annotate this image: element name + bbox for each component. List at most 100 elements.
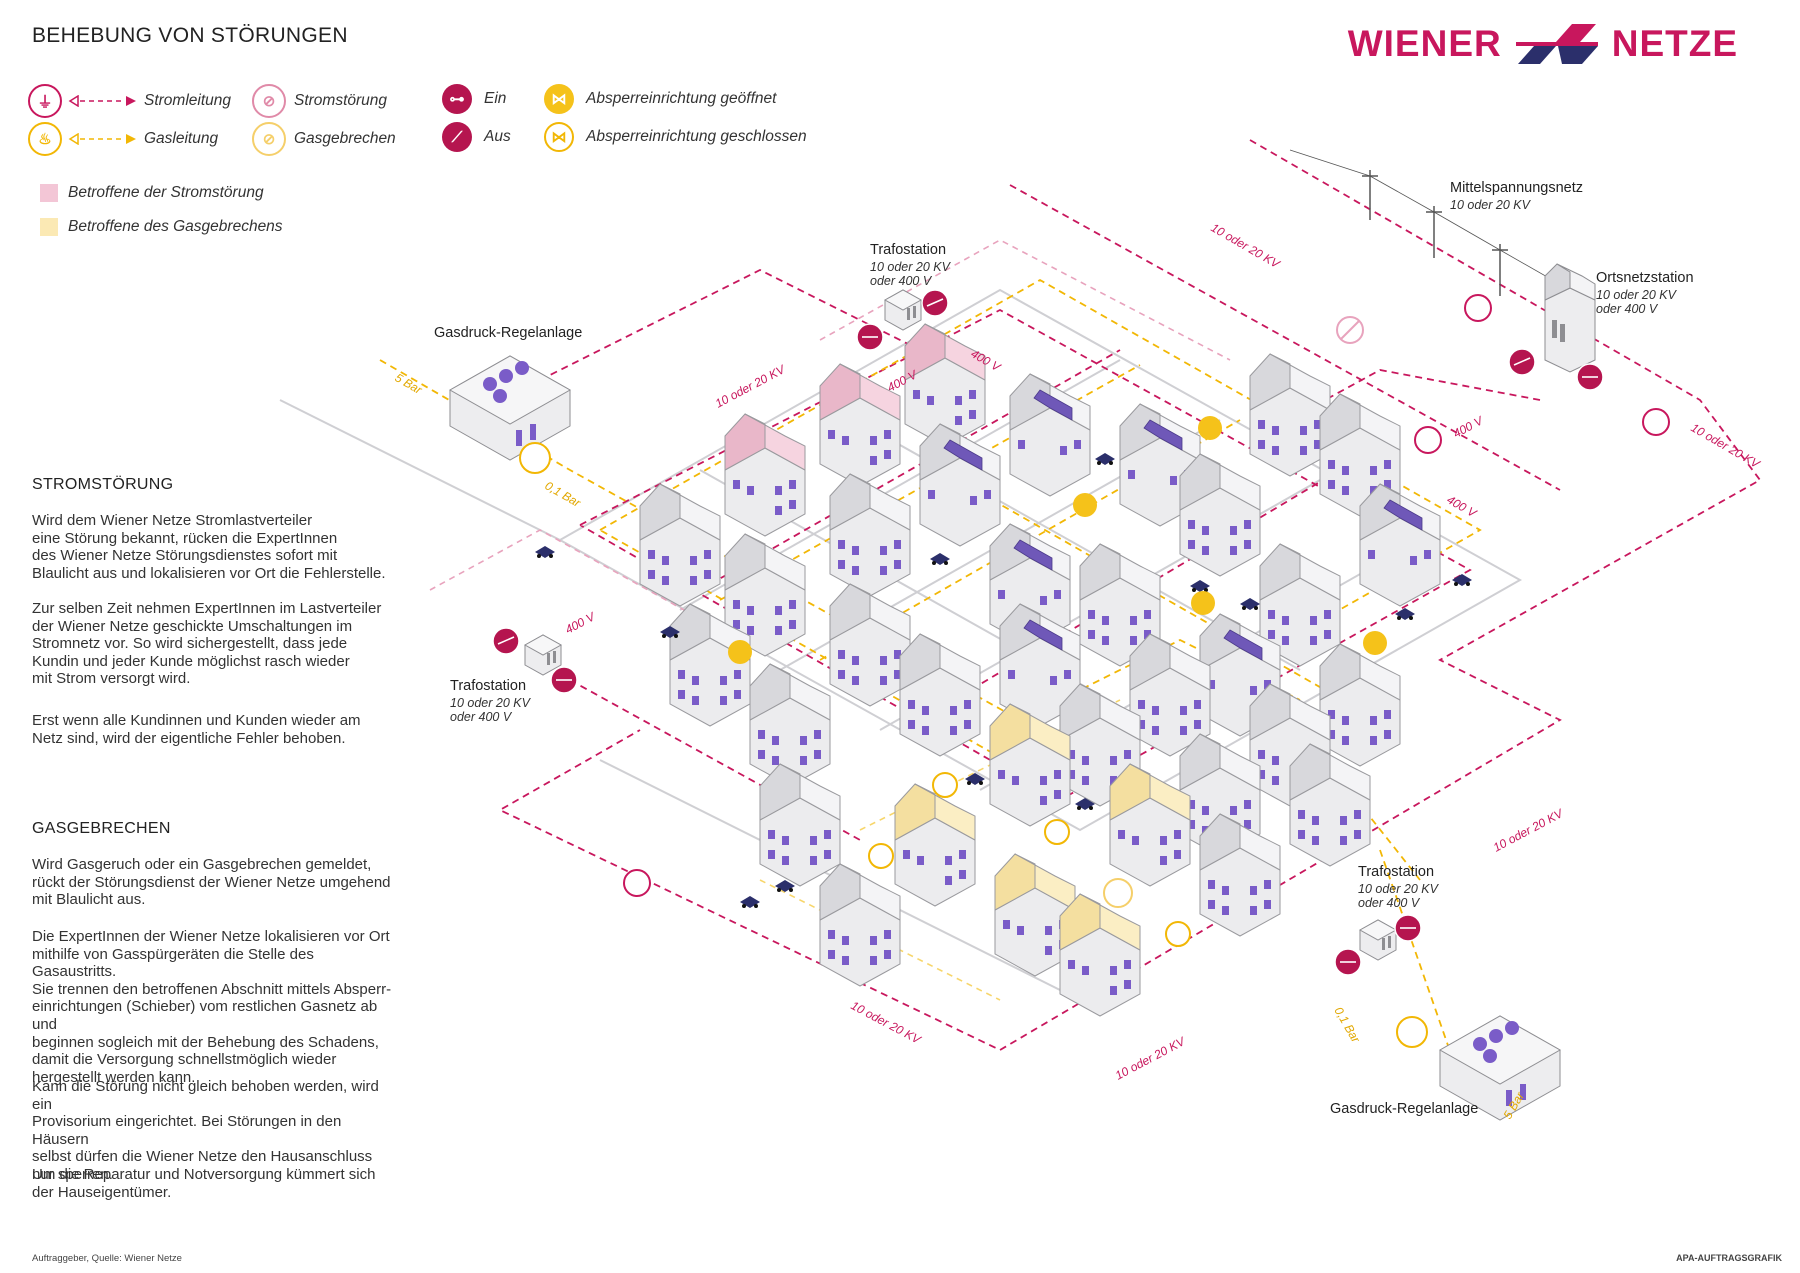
- legend-stromstoerung: ⊘ Stromstörung: [252, 84, 387, 118]
- legend-ein: ⊶ Ein: [442, 84, 506, 114]
- plug-icon: [1464, 294, 1492, 322]
- kv-label-3: 10 oder 20 KV: [1689, 420, 1763, 471]
- trafostation-top-building: [884, 289, 922, 331]
- valve-closed-icon: [1165, 921, 1191, 947]
- legend-betroffene-gas: Betroffene des Gasgebrechens: [40, 218, 283, 236]
- kv-label-2: 10 oder 20 KV: [1209, 220, 1283, 271]
- trafo-right-label: Trafostation: [1358, 864, 1435, 880]
- footer-credit: APA-AUFTRAGSGRAFIK: [1676, 1253, 1782, 1263]
- wiener-netze-logo: WIENER NETZE: [1348, 22, 1738, 66]
- gas-paragraph-3: Kann die Störung nicht gleich behoben we…: [32, 1078, 379, 1183]
- valve-closed-icon: [932, 772, 958, 798]
- kv-label-4: 10 oder 20 KV: [1491, 806, 1566, 855]
- kv-label-5: 10 oder 20 KV: [849, 998, 924, 1047]
- plug-icons: [623, 294, 1670, 897]
- valve-open-icon: [728, 640, 752, 664]
- gas-line-arrow-icon: [68, 133, 136, 145]
- trafostation-left-building: [524, 634, 562, 676]
- affected-gas-swatch: [40, 218, 58, 236]
- gas-fault-icon: [1103, 878, 1133, 908]
- switch-off-icon: ⟋: [442, 122, 472, 152]
- switch-symbols: [492, 289, 1604, 976]
- strom-paragraph-2: Zur selben Zeit nehmen ExpertInnen im La…: [32, 600, 382, 688]
- page-title: BEHEBUNG VON STÖRUNGEN: [32, 24, 348, 47]
- logo-word-right: NETZE: [1611, 23, 1738, 64]
- power-poles: [1289, 149, 1571, 296]
- power-line-arrow-icon: [68, 95, 136, 107]
- logo-word-left: WIENER: [1347, 23, 1502, 64]
- gas-section-title: GASGEBRECHEN: [32, 820, 171, 837]
- gas-fault-icon: ⊘: [252, 122, 286, 156]
- plug-icon: [1414, 426, 1442, 454]
- logo-mark-icon: [1515, 24, 1598, 64]
- flame-icon: [519, 442, 551, 474]
- gasdruck-top-label: Gasdruck-Regelanlage: [434, 325, 583, 341]
- valve-open-icon: [1198, 416, 1222, 440]
- valve-open-icon: [1073, 493, 1097, 517]
- ortsnetz-label: Ortsnetzstation: [1596, 270, 1694, 286]
- flame-icon: ♨: [28, 122, 62, 156]
- legend-label: Betroffene der Stromstörung: [68, 184, 264, 201]
- power-fault-icon: ⊘: [252, 84, 286, 118]
- houses: [639, 323, 1441, 1017]
- legend-label: Stromleitung: [144, 92, 232, 109]
- mittelspannung-label: Mittelspannungsnetz: [1450, 180, 1583, 196]
- legend-label: Aus: [484, 128, 511, 145]
- plug-icon: [623, 869, 651, 897]
- switch-on-icon: ⊶: [442, 84, 472, 114]
- v400-label-3: 400 V: [563, 609, 598, 637]
- mittelspannung-sub: 10 oder 20 KV: [1450, 198, 1530, 212]
- trafostation-right-building: [1359, 919, 1397, 961]
- legend-label: Gasleitung: [144, 130, 219, 147]
- trafo-left-sub: 10 oder 20 KV oder 400 V: [450, 696, 530, 724]
- gasdruck-bottom-label: Gasdruck-Regelanlage: [1330, 1101, 1479, 1117]
- v400-label-5: 400 V: [1445, 492, 1480, 520]
- strom-section-title: STROMSTÖRUNG: [32, 476, 174, 493]
- trafo-right-sub: 10 oder 20 KV oder 400 V: [1358, 882, 1438, 910]
- valve-closed-icon: ⋈: [544, 122, 574, 152]
- affected-power-swatch: [40, 184, 58, 202]
- plug-icon: [1642, 408, 1670, 436]
- legend-aus: ⟋ Aus: [442, 122, 511, 152]
- kv-label-1: 10 oder 20 KV: [713, 362, 788, 411]
- legend-label: Stromstörung: [294, 92, 388, 109]
- gasdruck-regelanlage-top-building: [449, 355, 571, 461]
- kv-label-6: 10 oder 20 KV: [1113, 1034, 1188, 1083]
- bar5-label-1: 5 Bar: [393, 370, 426, 397]
- valve-closed-icon: [868, 843, 894, 869]
- gas-paragraph-2: Die ExpertInnen der Wiener Netze lokalis…: [32, 928, 392, 1086]
- bar01-label-1: 0,1 Bar: [543, 478, 584, 510]
- v400-label-4: 400 V: [1451, 413, 1486, 441]
- trafo-left-label: Trafostation: [450, 678, 527, 694]
- power-lines-affected: [429, 239, 1231, 631]
- valve-closed-icon: [1044, 819, 1070, 845]
- legend-absperr-geoeffnet: ⋈ Absperreinrichtung geöffnet: [544, 84, 776, 114]
- bar01-label-2: 0,1 Bar: [1331, 1005, 1363, 1046]
- legend-gasleitung: ♨ Gasleitung: [28, 122, 218, 156]
- legend-stromleitung: ⏚ Stromleitung: [28, 84, 231, 118]
- trafo-top-label: Trafostation: [870, 242, 947, 258]
- legend-label: Absperreinrichtung geöffnet: [586, 90, 777, 107]
- legend-gasgebrechen: ⊘ Gasgebrechen: [252, 122, 396, 156]
- ortsnetzstation-building: [1544, 263, 1596, 373]
- flame-icon: [1396, 1016, 1428, 1048]
- legend-label: Absperreinrichtung geschlossen: [586, 128, 807, 145]
- valve-open-icon: [1191, 591, 1215, 615]
- legend-label: Gasgebrechen: [294, 130, 396, 147]
- valve-open-icon: [1363, 631, 1387, 655]
- ortsnetz-sub: 10 oder 20 KV oder 400 V: [1596, 288, 1676, 316]
- strom-paragraph-3: Erst wenn alle Kundinnen und Kunden wied…: [32, 712, 361, 747]
- trafo-top-sub: 10 oder 20 KV oder 400 V: [870, 260, 950, 288]
- valve-open-icon: ⋈: [544, 84, 574, 114]
- footer-source: Auftraggeber, Quelle: Wiener Netze: [32, 1253, 182, 1264]
- legend-label: Betroffene des Gasgebrechens: [68, 218, 283, 235]
- legend-betroffene-strom: Betroffene der Stromstörung: [40, 184, 264, 202]
- strom-paragraph-1: Wird dem Wiener Netze Stromlastverteiler…: [32, 512, 386, 582]
- gas-paragraph-4: Um die Reparatur und Notversorgung kümme…: [32, 1166, 376, 1201]
- switch-glyphs: [497, 298, 1598, 963]
- legend-label: Ein: [484, 90, 507, 107]
- legend-absperr-geschlossen: ⋈ Absperreinrichtung geschlossen: [544, 122, 807, 152]
- plug-icon: ⏚: [28, 84, 62, 118]
- gas-paragraph-1: Wird Gasgeruch oder ein Gasgebrechen gem…: [32, 856, 391, 909]
